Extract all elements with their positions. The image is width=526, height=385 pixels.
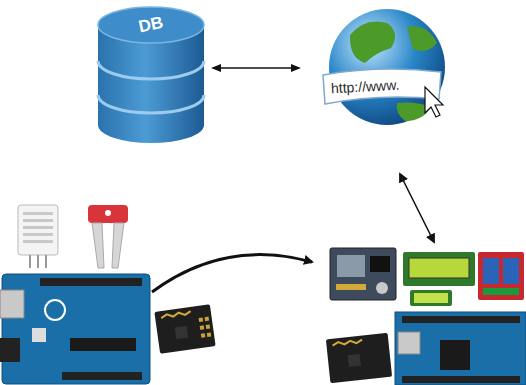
connector-arrow [213, 67, 299, 69]
lcd-display [403, 252, 475, 286]
nrf24-module [326, 333, 392, 383]
dht-sensor [18, 205, 58, 268]
lcd-small [410, 290, 452, 306]
internet-link-arrow [400, 174, 434, 242]
wireless-arrow [152, 255, 312, 292]
gsm-shield [330, 248, 396, 300]
soil-moisture-probe [88, 205, 128, 268]
internet-globe: http://www. [305, 3, 457, 145]
internet-globe-outline [305, 3, 457, 145]
database-cylinder: DB [95, 5, 207, 147]
arduino-mega-board [395, 312, 526, 385]
arduino-uno-board [0, 274, 150, 384]
relay-module [478, 252, 524, 300]
nrf24-module [154, 304, 215, 353]
